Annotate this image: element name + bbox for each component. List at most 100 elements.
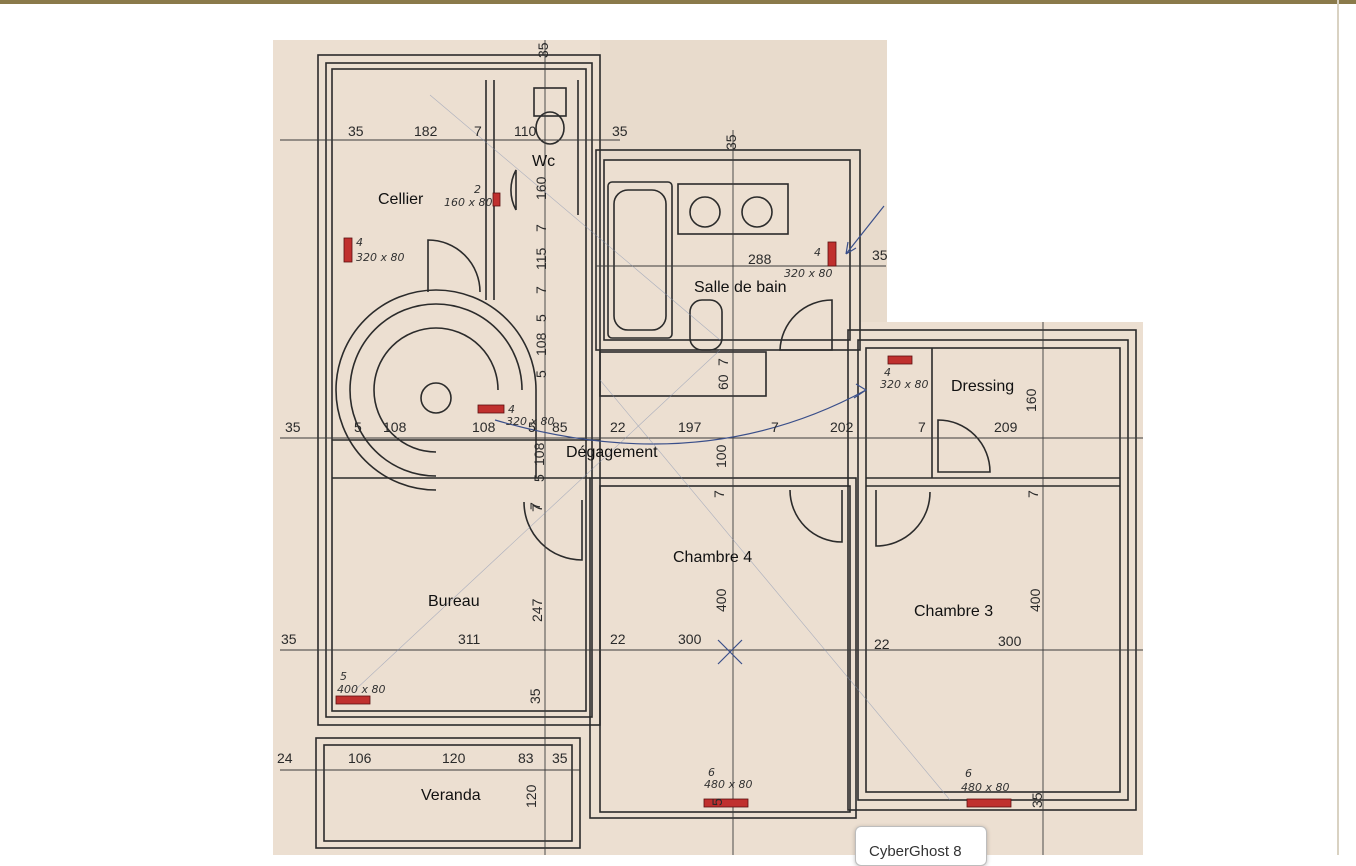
- radiator-bureau: [335, 695, 371, 705]
- dim-mid-8: 197: [678, 419, 702, 435]
- radiator-number: 4: [814, 246, 821, 259]
- dimension-lines: [280, 40, 1143, 855]
- radiator-sdb: [827, 241, 837, 267]
- pen-cross: [717, 639, 743, 665]
- door-bureau: [523, 500, 583, 561]
- radiator-labels: 4 320 x 80 2 160 x 80 4 320 x 80 4 320 x…: [337, 183, 1010, 794]
- room-label-salle-de-bain: Salle de bain: [694, 279, 787, 296]
- door-wc: [510, 169, 517, 211]
- radiator-size: 480 x 80: [704, 778, 753, 791]
- dim-v-2: 160: [533, 176, 549, 200]
- dim-v-13: 7: [715, 358, 731, 366]
- bathtub-inner: [613, 189, 667, 331]
- radiator-degagement: [477, 404, 505, 414]
- paper-sheet: [273, 40, 1143, 855]
- dim-top-2: 182: [414, 123, 438, 139]
- radiator-number: 6: [708, 766, 715, 779]
- room-label-veranda: Veranda: [421, 787, 481, 804]
- bathtub: [607, 181, 673, 339]
- dim-low-5: 22: [874, 636, 890, 652]
- pencil-diagonals: [354, 94, 951, 801]
- chambre4-wall: [589, 477, 857, 819]
- paper-crease: [600, 40, 887, 322]
- dim-v-6: 5: [533, 314, 549, 322]
- dim-top-4: 110: [514, 123, 537, 139]
- veranda-wall-inner: [323, 744, 573, 842]
- dim-v-20: 7: [1025, 490, 1041, 498]
- bathroom-wall-inner: [603, 159, 851, 341]
- right-border: [1337, 0, 1339, 855]
- radiator-dressing: [887, 355, 913, 365]
- dim-top-5: 35: [612, 123, 628, 139]
- door-cellier: [427, 239, 481, 293]
- veranda-wall: [315, 737, 581, 849]
- radiator-chambre4: [703, 798, 749, 808]
- dim-mid-5: 5: [528, 419, 536, 435]
- wc-bowl: [535, 111, 565, 145]
- dim-v-25: 120: [523, 784, 539, 808]
- dim-v-18: 5: [531, 474, 547, 482]
- radiator-number: 5: [340, 670, 347, 683]
- radiator-size: 320 x 80: [506, 415, 555, 428]
- dim-v-27: 5: [709, 798, 725, 806]
- vpn-notification-popup[interactable]: CyberGhost 8: [855, 826, 987, 866]
- right-wing-wall-inner2: [865, 347, 1121, 793]
- pencil-diag-1: [354, 349, 721, 691]
- dim-bot-4: 83: [518, 750, 534, 766]
- door-chambre4: [789, 489, 843, 543]
- radiator-size: 480 x 80: [961, 781, 1010, 794]
- chambre4-wall-inner: [599, 485, 851, 813]
- sink-left: [689, 196, 721, 228]
- dim-v-19: 7: [527, 502, 543, 510]
- wc-tank: [533, 87, 567, 117]
- room-label-cellier: Cellier: [378, 191, 424, 208]
- dim-bot-1: 24: [277, 750, 293, 766]
- door-chambre3: [875, 490, 931, 547]
- dim-v-15: 100: [713, 444, 729, 468]
- room-label-degagement: Dégagement: [566, 444, 658, 461]
- pen-marks: [494, 205, 885, 665]
- bidet: [689, 299, 723, 351]
- dim-low-3: 22: [610, 631, 626, 647]
- dim-mid-10: 202: [830, 419, 854, 435]
- radiator-size: 320 x 80: [880, 378, 929, 391]
- cabinet: [599, 351, 767, 397]
- dim-mid-3: 108: [383, 419, 407, 435]
- dim-v-24: 35: [527, 688, 543, 704]
- door-dressing: [937, 419, 991, 473]
- dim-mid-9: 7: [771, 419, 779, 435]
- top-border: [0, 0, 1356, 4]
- dim-v-28: 7: [529, 504, 545, 512]
- dim-mid-6: 85: [552, 419, 568, 435]
- radiator-size: 320 x 80: [784, 267, 833, 280]
- dim-mid-11: 7: [918, 419, 926, 435]
- room-labels: Cellier Wc Salle de bain Dressing Dégage…: [378, 153, 1014, 804]
- pencil-diag-2: [429, 94, 721, 341]
- pen-arrow-sdb: [845, 205, 885, 255]
- outer-wall-inner: [325, 62, 593, 718]
- vpn-notification-label: CyberGhost 8: [869, 843, 962, 860]
- radiator-chambre3: [966, 798, 1012, 808]
- radiator-number: 2: [474, 183, 481, 196]
- staircase-post: [420, 382, 452, 414]
- dim-v-23: 247: [529, 598, 545, 622]
- dim-low-4: 300: [678, 631, 702, 647]
- dim-bot-5: 35: [552, 750, 568, 766]
- dim-v-8: 5: [533, 370, 549, 378]
- door-sdb: [779, 299, 833, 351]
- dim-v-7: 108: [533, 332, 549, 356]
- dim-v-26: 35: [1029, 792, 1045, 808]
- radiator-number: 6: [965, 767, 972, 780]
- bathroom-wall: [595, 149, 861, 351]
- dim-mid-1: 35: [285, 419, 301, 435]
- dim-v-10: 288: [748, 251, 772, 267]
- dim-mid-12: 209: [994, 419, 1018, 435]
- sink-right: [741, 196, 773, 228]
- dim-v-1: 35: [535, 42, 551, 58]
- dim-low-2: 311: [458, 631, 481, 647]
- room-label-bureau: Bureau: [428, 593, 480, 610]
- dim-mid-2: 5: [354, 419, 362, 435]
- dim-v-17: 108: [531, 442, 547, 466]
- outer-wall-inner2: [331, 68, 587, 712]
- radiator-number: 4: [508, 403, 515, 416]
